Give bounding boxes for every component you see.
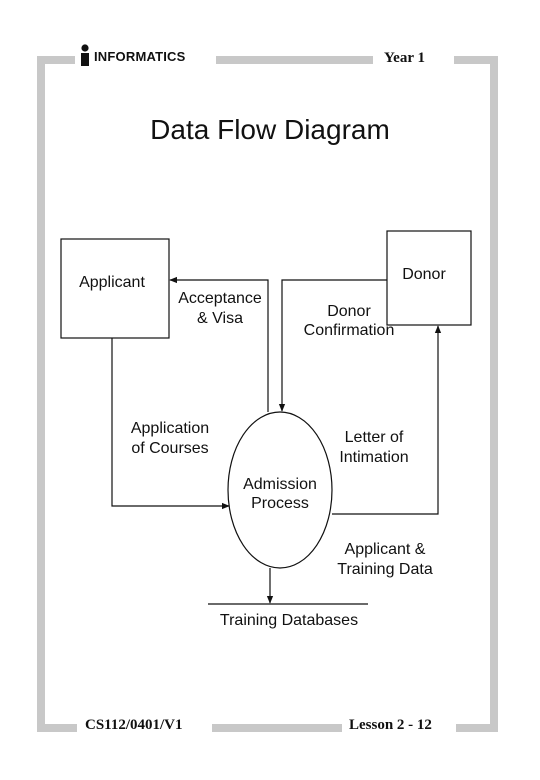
- admission-process-ellipse: [227, 411, 333, 569]
- flow-letter-intimation: [332, 325, 442, 515]
- page-title: Data Flow Diagram: [150, 114, 390, 145]
- acceptance-label-line2: & Visa: [197, 310, 243, 327]
- frame-top-left: [37, 56, 75, 64]
- donor-confirmation-label-line1: Donor: [327, 303, 371, 320]
- training-data-label-line2: Training Data: [337, 561, 433, 578]
- lesson-page-number: Lesson 2 - 12: [349, 717, 432, 733]
- logo-text: INFORMATICS: [94, 48, 186, 64]
- applicant-entity-label: Applicant: [79, 274, 145, 291]
- logo-person-icon: [81, 44, 89, 66]
- application-label-line2: of Courses: [131, 440, 208, 457]
- process-label-line1: Admission: [243, 476, 317, 493]
- training-databases-label: Training Databases: [220, 612, 358, 629]
- process-label-line2: Process: [251, 495, 309, 512]
- frame-bottom-middle: [212, 724, 342, 732]
- flow-application-courses: [111, 338, 230, 510]
- frame-bottom-left: [37, 724, 77, 732]
- donor-confirmation-label-line2: Confirmation: [304, 322, 395, 339]
- application-label-line1: Application: [131, 420, 209, 437]
- flow-donor-confirmation: [278, 279, 387, 412]
- frame-bottom-right: [456, 724, 498, 732]
- year-label: Year 1: [384, 50, 425, 66]
- intimation-label-line1: Letter of: [345, 429, 404, 446]
- frame-top-right: [454, 56, 498, 64]
- frame-top-middle: [216, 56, 373, 64]
- donor-entity-label: Donor: [402, 266, 446, 283]
- course-code: CS112/0401/V1: [85, 717, 183, 733]
- training-data-label-line1: Applicant &: [345, 541, 426, 558]
- donor-entity-box: [386, 230, 472, 326]
- applicant-entity-box: [60, 238, 170, 339]
- acceptance-label-line1: Acceptance: [178, 290, 262, 307]
- intimation-label-line2: Intimation: [339, 449, 408, 466]
- frame-right: [490, 56, 498, 732]
- informatics-logo: INFORMATICS: [78, 41, 186, 71]
- flow-acceptance-visa: [169, 276, 269, 412]
- frame-left: [37, 56, 45, 732]
